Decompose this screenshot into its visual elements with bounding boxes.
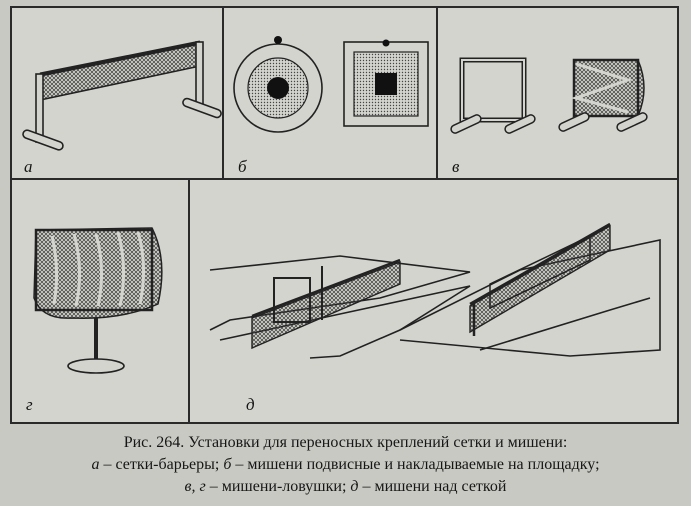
panel-g-stand-trap: г xyxy=(12,180,190,422)
caption-line-3: в, г – мишени-ловушки; д – мишени над се… xyxy=(0,476,691,498)
panel-label-g: г xyxy=(26,395,33,414)
caption-letter-a: а xyxy=(91,456,100,473)
panel-a-net-barrier: а xyxy=(12,8,224,180)
caption-text-b: – мишени подвисные и накладываемые на пл… xyxy=(231,456,600,473)
figure-caption: Рис. 264. Установки для переносных крепл… xyxy=(0,432,691,498)
caption-letter-b: б xyxy=(223,456,232,473)
panel-label-a: а xyxy=(24,157,33,176)
trap-targets-illustration xyxy=(450,57,648,134)
caption-text-a: – сетки-барьеры; xyxy=(99,456,224,473)
caption-line-2: а – сетки-барьеры; б – мишени подвисные … xyxy=(0,454,691,476)
court-net-illustration xyxy=(209,222,661,359)
panel-d-over-net-targets: д xyxy=(190,180,677,422)
panel-label-d: д xyxy=(246,395,255,414)
stand-trap-illustration xyxy=(33,227,163,374)
net-barrier-illustration xyxy=(22,40,222,151)
caption-letter-d: д xyxy=(350,478,359,495)
caption-line-1: Рис. 264. Установки для переносных крепл… xyxy=(123,434,568,451)
figure-264: а б xyxy=(10,6,679,424)
caption-letter-vg: в, г xyxy=(184,478,206,495)
targets-illustration xyxy=(233,36,429,133)
panel-label-b: б xyxy=(238,157,247,176)
panel-v-trap-targets: в xyxy=(438,8,677,180)
caption-text-vg: – мишени-ловушки; xyxy=(205,478,351,495)
panel-b-targets: б xyxy=(224,8,438,180)
panel-label-v: в xyxy=(452,157,460,176)
caption-text-d: – мишени над сеткой xyxy=(358,478,507,495)
